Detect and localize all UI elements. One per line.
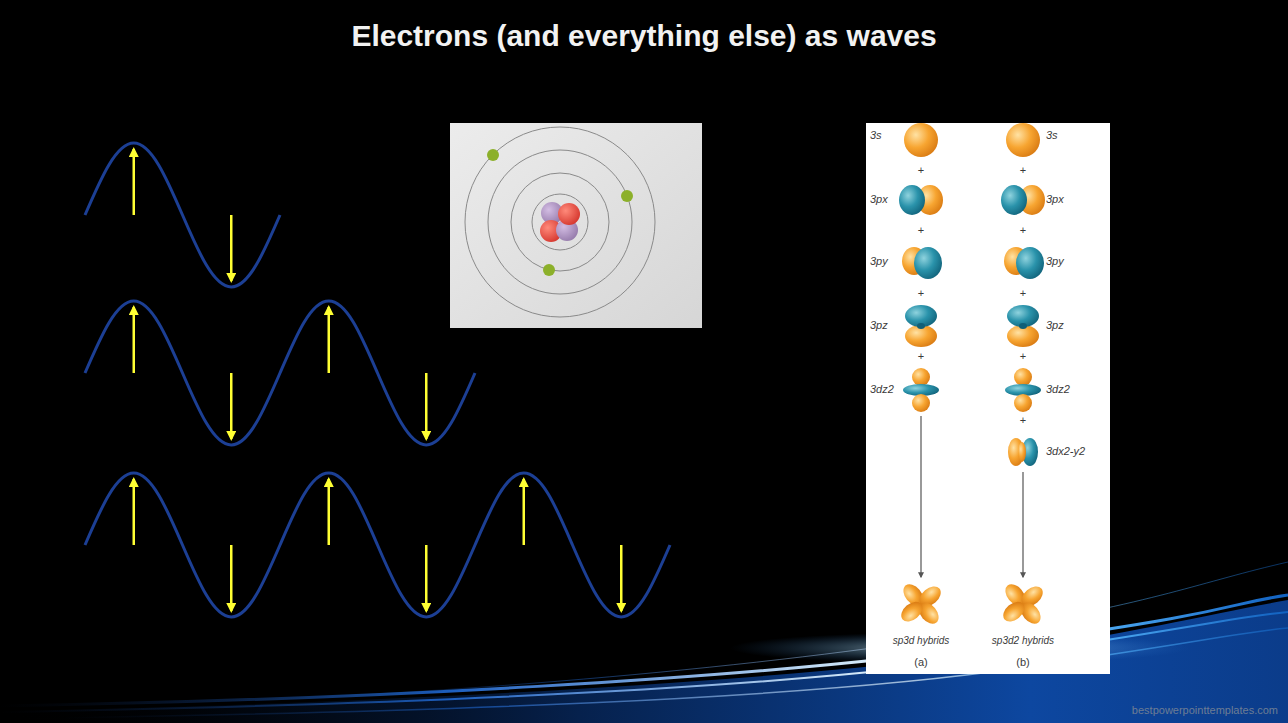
orbital-label: 3dz2 bbox=[1046, 384, 1070, 396]
py-orbital bbox=[902, 247, 942, 279]
s-orbital bbox=[904, 123, 938, 157]
plus-sign: + bbox=[918, 225, 924, 237]
amplitude-arrow bbox=[425, 373, 428, 439]
proton bbox=[558, 203, 580, 225]
panel-letter: (b) bbox=[1016, 657, 1029, 669]
orbital-label: 3px bbox=[1046, 194, 1064, 206]
orbital-label: 3s bbox=[1046, 130, 1058, 142]
hybrid-orbitals bbox=[999, 580, 1046, 627]
px-orbital bbox=[1001, 185, 1045, 215]
orbital-label: 3dx2-y2 bbox=[1046, 446, 1085, 458]
orbits bbox=[465, 127, 655, 317]
bohr-atom bbox=[450, 123, 702, 328]
nucleus bbox=[540, 202, 580, 242]
orbital-column-b bbox=[999, 123, 1046, 628]
amplitude-arrow bbox=[133, 307, 136, 373]
figure-panel bbox=[866, 123, 1110, 674]
hybrid-label: sp3d hybrids bbox=[885, 636, 957, 647]
amplitude-arrow bbox=[133, 479, 136, 545]
py-orbital bbox=[1004, 247, 1044, 279]
photo-frame bbox=[450, 123, 702, 328]
hybrid-orbitals bbox=[897, 580, 944, 627]
orbit-ring bbox=[488, 150, 632, 294]
orbit-ring bbox=[511, 173, 609, 271]
plus-sign: + bbox=[1020, 288, 1026, 300]
sum-arrow bbox=[1022, 472, 1023, 577]
wave-curve bbox=[85, 473, 670, 617]
orbital-label: 3px bbox=[870, 194, 888, 206]
orbital-label: 3py bbox=[870, 256, 888, 268]
orbit-ring bbox=[465, 127, 655, 317]
pz-orbital bbox=[1007, 305, 1039, 347]
orbit-ring bbox=[532, 194, 588, 250]
dz2-orbital bbox=[1005, 368, 1041, 412]
amplitude-arrow bbox=[523, 479, 526, 545]
electron bbox=[487, 149, 499, 161]
slide-title: Electrons (and everything else) as waves bbox=[0, 18, 1288, 54]
plus-sign: + bbox=[1020, 351, 1026, 363]
plus-sign: + bbox=[1020, 415, 1026, 427]
amplitude-arrow bbox=[230, 373, 233, 439]
panel-letter: (a) bbox=[914, 657, 927, 669]
amplitude-arrow bbox=[328, 479, 331, 545]
orbital-label: 3dz2 bbox=[870, 384, 894, 396]
orbital-label: 3pz bbox=[870, 320, 888, 332]
amplitude-arrow bbox=[425, 545, 428, 611]
wave-curve bbox=[85, 143, 280, 287]
amplitude-arrow bbox=[133, 149, 136, 215]
plus-sign: + bbox=[918, 288, 924, 300]
plus-sign: + bbox=[918, 351, 924, 363]
amplitude-arrow bbox=[230, 215, 233, 281]
amplitude-arrow bbox=[620, 545, 623, 611]
watermark: bestpowerpointtemplates.com bbox=[1132, 705, 1278, 717]
orbital-label: 3pz bbox=[1046, 320, 1064, 332]
orbital-column-a bbox=[897, 123, 944, 628]
wave-curve bbox=[85, 301, 475, 445]
sum-arrow bbox=[920, 416, 921, 577]
plus-sign: + bbox=[1020, 225, 1026, 237]
swoosh-streak bbox=[200, 562, 1288, 702]
dx2y2-orbital bbox=[1008, 438, 1038, 466]
amplitude-arrows bbox=[134, 149, 622, 611]
amplitude-arrow bbox=[230, 545, 233, 611]
px-orbital bbox=[899, 185, 943, 215]
electron bbox=[621, 190, 633, 202]
orbital-label: 3s bbox=[870, 130, 882, 142]
amplitude-arrow bbox=[328, 307, 331, 373]
plus-sign: + bbox=[1020, 165, 1026, 177]
pz-orbital bbox=[905, 305, 937, 347]
electron bbox=[543, 264, 555, 276]
plus-sign: + bbox=[918, 165, 924, 177]
s-orbital bbox=[1006, 123, 1040, 157]
orbital-label: 3py bbox=[1046, 256, 1064, 268]
dz2-orbital bbox=[903, 368, 939, 412]
hybrid-label: sp3d2 hybrids bbox=[987, 636, 1059, 647]
